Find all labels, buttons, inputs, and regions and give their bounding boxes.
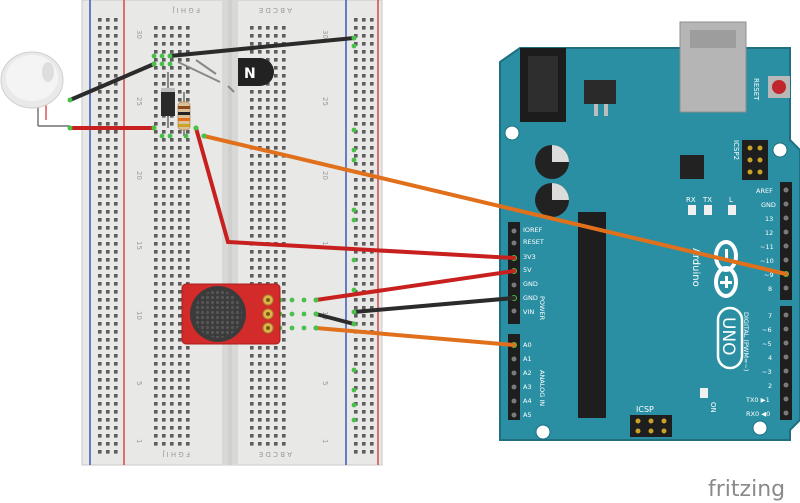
breadboard: F G H I J A B C D E F G H I J A B C D E … [81, 0, 383, 466]
usb-chip [680, 155, 704, 179]
arduino-infinity-logo [714, 240, 738, 298]
column-letters-top-left: F G H I J [172, 6, 200, 14]
row-number-20: 20 [135, 171, 143, 180]
wire-endpoints [67, 35, 357, 331]
row-number-5-right: 5 [321, 381, 329, 385]
icsp2-header: ICSP2 [732, 140, 768, 180]
on-led [700, 388, 708, 398]
digital-header-top: AREF GND 13 12 ~11 ~10 ~9 8 [756, 182, 792, 300]
pin-3: ~3 [762, 368, 772, 376]
voltage-regulator [584, 80, 616, 104]
row-number-30: 30 [135, 30, 143, 39]
wire-orange-pin9 [202, 134, 788, 276]
rail-holes-right [350, 18, 376, 454]
rx-label: RX [686, 196, 696, 204]
terminal-holes-right [246, 26, 288, 446]
column-letters-bottom-left: F G H I J [162, 450, 190, 458]
pin-a1: A1 [523, 355, 532, 363]
l-label: L [729, 196, 733, 204]
on-label: ON [709, 402, 717, 413]
rail-holes-left [94, 18, 120, 454]
wires [68, 36, 788, 347]
pin-a5: A5 [523, 411, 532, 419]
wire-black-top [168, 36, 356, 58]
pin-a0: A0 [523, 341, 532, 349]
row-number-25: 25 [135, 97, 143, 106]
microcontroller-chip [578, 212, 606, 418]
power-header-label: POWER [538, 296, 546, 321]
pin-12: 12 [765, 229, 773, 237]
pin-5: ~5 [762, 340, 772, 348]
wire-buzzer-black [68, 62, 156, 102]
transistor-mark: N [244, 66, 256, 82]
pin-11: ~11 [760, 243, 774, 251]
l-led [728, 205, 736, 215]
digital-header-label: DIGITAL (PWM=~) [742, 312, 750, 371]
pin-9: ~9 [764, 271, 774, 279]
pin-8: 8 [768, 285, 772, 293]
reset-label: RESET [752, 78, 760, 101]
row-number-1: 1 [135, 439, 143, 443]
pin-reset: RESET [523, 238, 544, 246]
row-number-25-right: 25 [321, 97, 329, 106]
analog-header: A0 A1 A2 A3 A4 A5 ANALOG IN [508, 334, 546, 420]
digital-header-bottom: 7 ~6 ~5 4 ~3 2 TX0 ▶1 RX0 ◀0 DIGITAL (PW… [742, 306, 792, 420]
pin-2: 2 [768, 382, 772, 390]
pin-a2: A2 [523, 369, 532, 377]
resistor [177, 92, 191, 136]
pin-6: ~6 [762, 326, 772, 334]
piezo-buzzer [0, 51, 70, 127]
row-number-15: 15 [135, 241, 143, 250]
row-number-5: 5 [135, 381, 143, 385]
microphone-module [181, 283, 281, 345]
arduino-uno-board: RESET ICSP2 ICSP TX RX L ON [499, 21, 800, 441]
tx-label: TX [702, 196, 712, 204]
icsp2-label: ICSP2 [732, 140, 740, 160]
pin-ioref: IOREF [523, 226, 543, 234]
npn-transistor: N [177, 58, 274, 93]
wire-orange-a0 [314, 326, 516, 347]
pin-13: 13 [765, 215, 773, 223]
pin-gnd-d: GND [761, 201, 776, 209]
analog-header-label: ANALOG IN [538, 370, 546, 406]
board-outline [499, 47, 800, 441]
pin-5v: 5V [523, 266, 532, 274]
icsp-header: ICSP [630, 405, 672, 437]
uno-badge: UNO [716, 306, 744, 370]
uno-label: UNO [718, 317, 738, 356]
pin-4: 4 [768, 354, 772, 362]
row-number-20-right: 20 [321, 171, 329, 180]
pin-a4: A4 [523, 397, 532, 405]
column-letters-bottom-right: A B C D E [259, 450, 292, 458]
pin-tx0: TX0 ▶1 [745, 396, 770, 404]
fritzing-logo: fritzing [708, 477, 785, 502]
row-number-1-right: 1 [321, 439, 329, 443]
pin-a3: A3 [523, 383, 532, 391]
icsp-label: ICSP [636, 405, 654, 414]
tx-led [704, 205, 712, 215]
rx-led [688, 205, 696, 215]
pin-aref: AREF [756, 187, 773, 195]
wire-black-gnd [314, 296, 516, 326]
wire-red-5v [314, 269, 516, 302]
pin-rx0: RX0 ◀0 [746, 410, 770, 418]
row-number-10: 10 [135, 311, 143, 320]
row-number-30-right: 30 [321, 30, 329, 39]
pin-7: 7 [768, 312, 772, 320]
pin-vin: VIN [523, 308, 534, 316]
arduino-brand: Arduino [690, 248, 701, 287]
column-letters-top-right: A B C D E [259, 6, 292, 14]
pin-gnd-1: GND [523, 280, 538, 288]
pin-10: ~10 [760, 257, 774, 265]
pin-3v3: 3V3 [523, 253, 536, 261]
pin-gnd-2: GND [523, 294, 538, 302]
wire-red-3v3 [194, 126, 516, 260]
diode [161, 72, 175, 128]
